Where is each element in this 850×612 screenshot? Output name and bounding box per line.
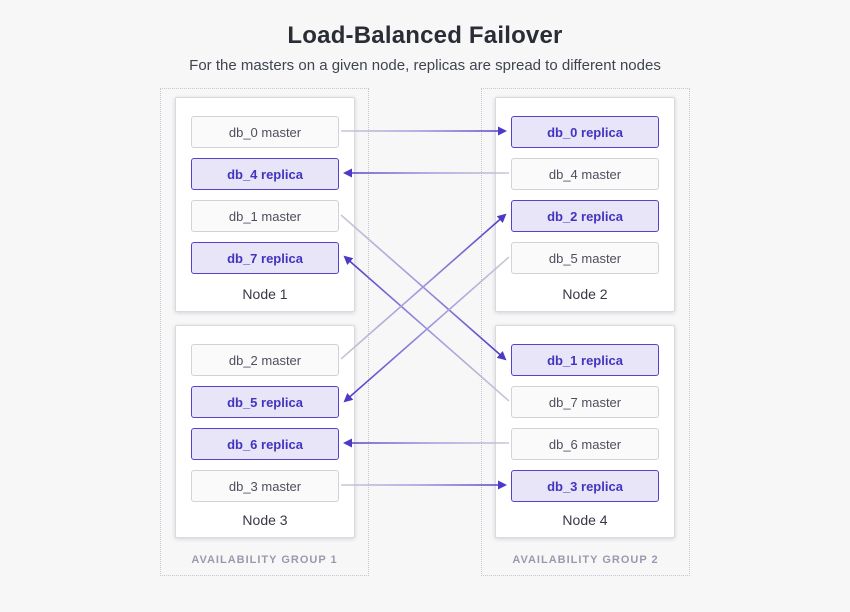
db-box-db_3-replica: db_3 replica — [511, 470, 659, 502]
db-box-db_7-replica: db_7 replica — [191, 242, 339, 274]
db-box-db_0-master: db_0 master — [191, 116, 339, 148]
db-box-db_3-master: db_3 master — [191, 470, 339, 502]
db-box-db_2-replica: db_2 replica — [511, 200, 659, 232]
db-box-db_5-replica: db_5 replica — [191, 386, 339, 418]
page-subtitle: For the masters on a given node, replica… — [189, 57, 661, 74]
node-1: db_0 master db_4 replica db_1 master db_… — [175, 97, 355, 312]
node-4: db_1 replica db_7 master db_6 master db_… — [495, 325, 675, 538]
node-2-label: Node 2 — [562, 286, 608, 302]
node-4-label: Node 4 — [562, 512, 608, 528]
node-3: db_2 master db_5 replica db_6 replica db… — [175, 325, 355, 538]
db-box-db_6-master: db_6 master — [511, 428, 659, 460]
db-box-db_1-master: db_1 master — [191, 200, 339, 232]
db-box-db_2-master: db_2 master — [191, 344, 339, 376]
node-2: db_0 replica db_4 master db_2 replica db… — [495, 97, 675, 312]
header: Load-Balanced Failover For the masters o… — [0, 22, 850, 74]
db-box-db_7-master: db_7 master — [511, 386, 659, 418]
db-box-db_4-replica: db_4 replica — [191, 158, 339, 190]
db-box-db_4-master: db_4 master — [511, 158, 659, 190]
db-box-db_0-replica: db_0 replica — [511, 116, 659, 148]
db-box-db_5-master: db_5 master — [511, 242, 659, 274]
node-3-label: Node 3 — [242, 512, 288, 528]
db-box-db_6-replica: db_6 replica — [191, 428, 339, 460]
availability-group-1-label: AVAILABILITY GROUP 1 — [191, 554, 338, 566]
availability-group-2-label: AVAILABILITY GROUP 2 — [512, 554, 659, 566]
db-box-db_1-replica: db_1 replica — [511, 344, 659, 376]
node-1-label: Node 1 — [242, 286, 288, 302]
page-title: Load-Balanced Failover — [287, 22, 563, 49]
